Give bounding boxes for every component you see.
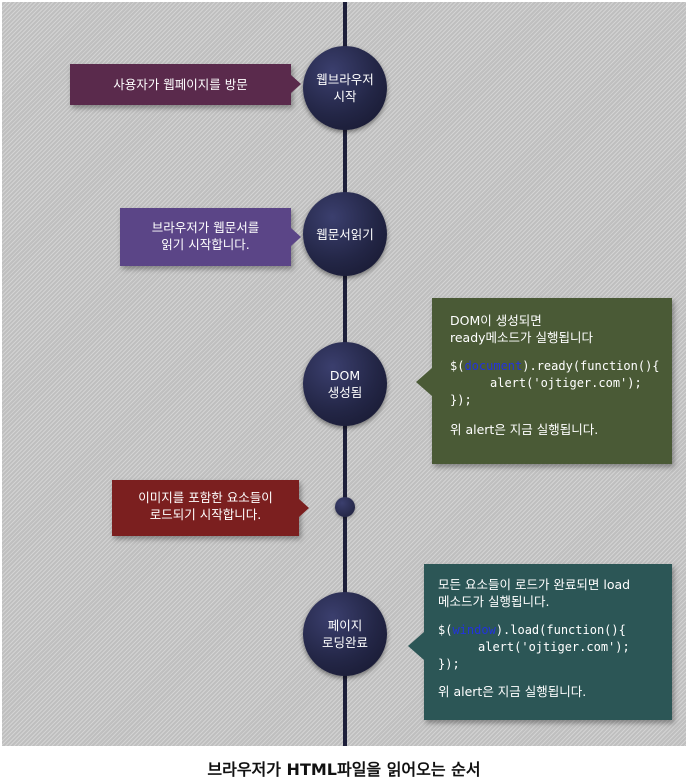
callout-arrow (408, 632, 424, 660)
code-line: alert('ojtiger.com'); (490, 376, 642, 390)
callout-window-load: 모든 요소들이 로드가 완료되면 load 메소드가 실행됩니다. $(wind… (408, 564, 672, 720)
timeline-dot (335, 497, 355, 517)
node-read-document: 웹문서읽기 (303, 192, 387, 276)
node-dom-created: DOM 생성됨 (303, 342, 387, 426)
node-page-loaded: 페이지 로딩완료 (303, 592, 387, 676)
callout-text: 사용자가 웹페이지를 방문 (113, 77, 248, 92)
callout-text: ready메소드가 실행됩니다 (450, 330, 594, 345)
node-label-line: 시작 (333, 89, 357, 104)
code-keyword: window (452, 623, 496, 637)
callout-text: 모든 요소들이 로드가 완료되면 load (438, 577, 631, 592)
callout-text: DOM이 생성되면 (450, 313, 542, 328)
callout-text: 이미지를 포함한 요소들이 (138, 490, 273, 505)
callout-arrow (291, 75, 301, 93)
node-label-line: 로딩완료 (321, 635, 368, 650)
diagram-canvas: 웹브라우저 시작 사용자가 웹페이지를 방문 웹문서읽기 브라우저가 웹문서를 … (2, 2, 686, 746)
callout-text: 읽기 시작합니다. (161, 237, 250, 252)
callout-images-loading: 이미지를 포함한 요소들이 로드되기 시작합니다. (112, 480, 309, 536)
callout-text: 로드되기 시작합니다. (149, 507, 262, 522)
code-line: }); (450, 393, 472, 407)
code-line: $(document).ready(function(){ (450, 359, 660, 373)
callout-text: 브라우저가 웹문서를 (151, 220, 260, 235)
callout-arrow (299, 499, 309, 517)
node-label-line: 페이지 (327, 618, 363, 633)
node-label-line: 생성됨 (327, 385, 363, 400)
node-browser-start: 웹브라우저 시작 (303, 46, 387, 130)
callout-note: 위 alert은 지금 실행됩니다. (450, 422, 599, 437)
callout-visit: 사용자가 웹페이지를 방문 (70, 64, 301, 105)
figure-caption: 브라우저가 HTML파일을 읽어오는 순서 (207, 760, 481, 779)
code-keyword: document (464, 359, 523, 373)
code-line: $(window).load(function(){ (438, 623, 626, 637)
callout-dom-ready: DOM이 생성되면 ready메소드가 실행됩니다 $(document).re… (416, 298, 672, 464)
callout-read: 브라우저가 웹문서를 읽기 시작합니다. (120, 208, 301, 266)
node-label-line: 웹문서읽기 (316, 226, 374, 242)
callout-note: 위 alert은 지금 실행됩니다. (438, 684, 587, 699)
code-line: alert('ojtiger.com'); (478, 640, 630, 654)
callout-text: 메소드가 실행됩니다. (438, 594, 550, 609)
code-line: }); (438, 657, 460, 671)
callout-arrow (291, 228, 301, 246)
callout-arrow (416, 368, 432, 396)
node-label-line: DOM (329, 368, 361, 383)
node-label-line: 웹브라우저 (316, 72, 374, 87)
